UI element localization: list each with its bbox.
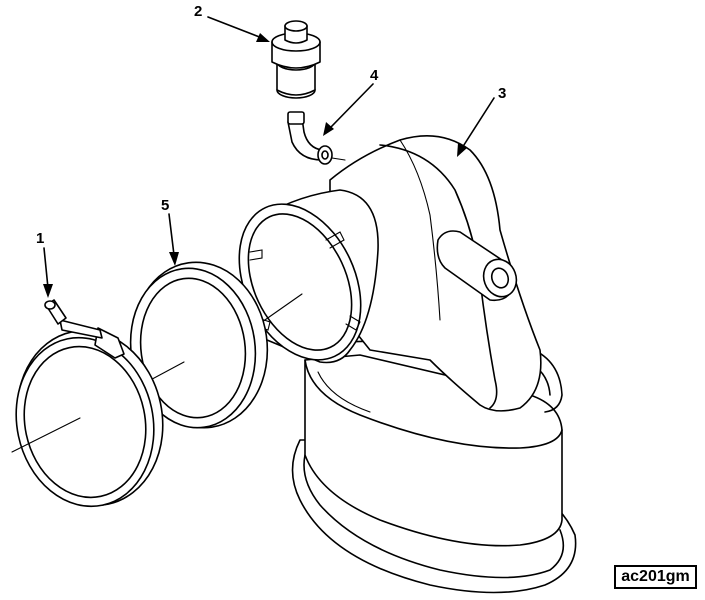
- leader-arrows: [43, 16, 495, 298]
- hose-clamp: [11, 299, 164, 508]
- callout-4: 4: [370, 67, 379, 84]
- callout-2: 2: [194, 3, 202, 20]
- callout-5: 5: [161, 197, 169, 214]
- elbow-fitting: [287, 111, 346, 165]
- cap-valve: [271, 20, 321, 99]
- callout-3: 3: [498, 85, 506, 102]
- elbow-housing: [238, 134, 577, 594]
- ring-seal: [127, 261, 269, 429]
- figure-id-label: ac201gm: [614, 565, 697, 589]
- callout-1: 1: [36, 230, 44, 247]
